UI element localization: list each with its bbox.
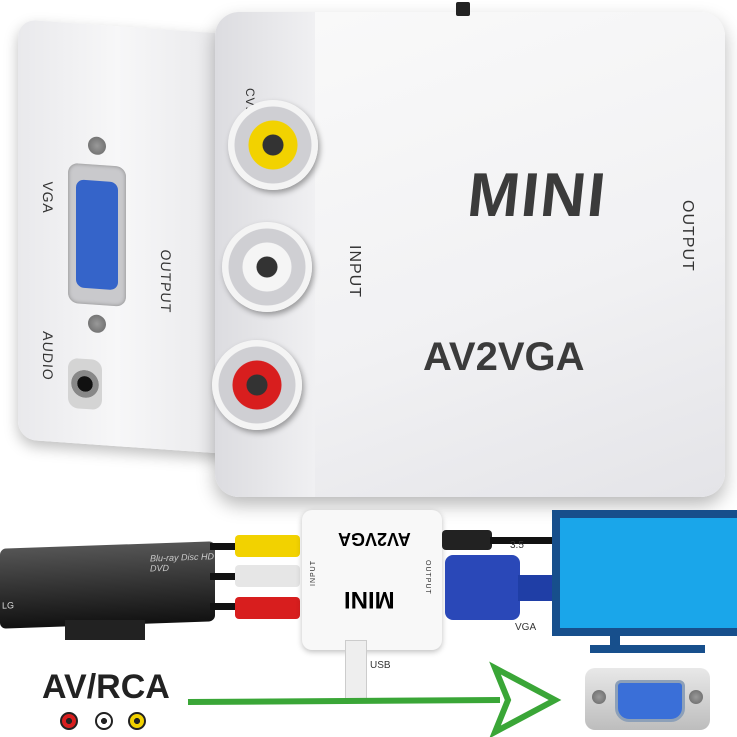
monitor-base [590, 645, 705, 653]
audio-cable-label: 3.5 [510, 540, 524, 551]
cable [210, 543, 240, 550]
adapter-diagram: AV2VGA MINI INPUT OUTPUT [302, 510, 442, 650]
screw-icon [88, 314, 106, 334]
arrow-icon [187, 661, 562, 737]
output-label: OUTPUT [158, 249, 174, 314]
bluray-logo: Blu-ray Disc HD DVD [150, 551, 215, 574]
screw-icon [592, 690, 606, 704]
audio-cable [490, 537, 552, 544]
audio-label: AUDIO [40, 330, 56, 382]
vga-connector [445, 555, 520, 620]
vga-label: VGA [40, 180, 56, 215]
output-label: OUTPUT [679, 200, 696, 272]
adapter-model-label: AV2VGA [338, 529, 411, 549]
adapter-output-label: OUTPUT [424, 560, 431, 595]
bluray-player: Blu-ray Disc HD DVD LG [0, 541, 215, 629]
red-rca-plug [235, 597, 300, 619]
rca-red-port [212, 340, 302, 430]
screw-icon [88, 136, 106, 156]
arrow-shaft [187, 697, 501, 705]
yellow-rca-plug [235, 535, 300, 557]
cable [210, 603, 240, 610]
white-rca-plug [235, 565, 300, 587]
source-label: AV/RCA [42, 668, 170, 706]
rca-yellow-port [228, 100, 318, 190]
yellow-rca-icon [128, 712, 146, 730]
arrow-head [489, 661, 562, 737]
adapter-brand-label: MINI [344, 586, 395, 613]
screw-icon [689, 690, 703, 704]
adapter-input-label: INPUT [310, 560, 317, 586]
db9-connector-icon [585, 668, 710, 730]
resolution-switch [456, 2, 470, 16]
lg-logo: LG [2, 600, 15, 611]
model-title: AV2VGA [423, 335, 585, 379]
audio-jack [68, 357, 102, 411]
cable [210, 573, 240, 580]
brand-title: MINI [464, 161, 611, 230]
monitor-stand [610, 628, 620, 650]
db9-pins [615, 680, 685, 722]
input-label: INPUT [346, 245, 363, 298]
disc-tray [65, 620, 145, 640]
vga-cable-label: VGA [515, 622, 537, 633]
vga-cable [518, 575, 554, 601]
usb-label: USB [370, 660, 391, 671]
monitor-screen [552, 510, 737, 636]
audio-plug [442, 530, 492, 550]
white-rca-icon [95, 712, 113, 730]
vga-port [68, 162, 126, 307]
vga-port-pins [76, 179, 118, 291]
rca-white-port [222, 222, 312, 312]
red-rca-icon [60, 712, 78, 730]
